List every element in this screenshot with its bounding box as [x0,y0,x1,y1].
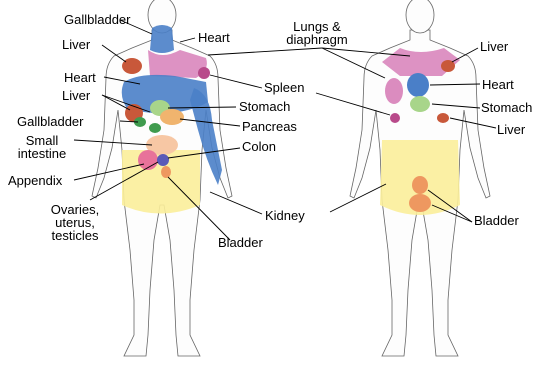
lungs-diaphragm-label: Lungs & diaphragm [282,20,352,46]
colon-label: Colon [242,140,276,153]
back-lung-left-region [385,78,403,104]
front-stomach-label: Stomach [239,100,290,113]
kidney-label: Kidney [265,209,305,222]
back-stomach-label: Stomach [481,101,532,114]
front-pancreas-region [160,109,184,125]
front-appendix-region [138,150,158,170]
back-bladder-upper-region [412,176,428,194]
front-gallbladder-top-label: Gallbladder [64,13,131,26]
front-heart-neck-region [150,25,174,53]
front-heart-left-label: Heart [64,71,96,84]
front-spleen-region [198,67,210,79]
spleen-label: Spleen [264,81,304,94]
back-bladder-lower-region [409,194,431,212]
front-bladder-label: Bladder [218,236,263,249]
front-colon-region [157,154,169,166]
front-bladder-region [161,166,171,178]
back-spleen-region [390,113,400,123]
front-small-intestine-label: Small intestine [12,134,72,160]
front-liver-top-label: Liver [62,38,90,51]
back-liver-low-region [437,113,449,123]
front-ovaries-label: Ovaries, uterus, testicles [30,203,120,242]
front-heart-top-label: Heart [198,31,230,44]
back-liver-low-label: Liver [497,123,525,136]
front-gallbladder-low-region [149,123,161,133]
back-liver-top-label: Liver [480,40,508,53]
front-liver-top-region [122,58,142,74]
pancreas-label: Pancreas [242,120,297,133]
back-heart-label: Heart [482,78,514,91]
back-stomach-region [410,96,430,112]
front-gallbladder-mid-label: Gallbladder [17,115,84,128]
front-appendix-label: Appendix [8,174,62,187]
back-bladder-label: Bladder [474,214,519,227]
front-liver-mid-label: Liver [62,89,90,102]
back-heart-region [407,73,429,97]
